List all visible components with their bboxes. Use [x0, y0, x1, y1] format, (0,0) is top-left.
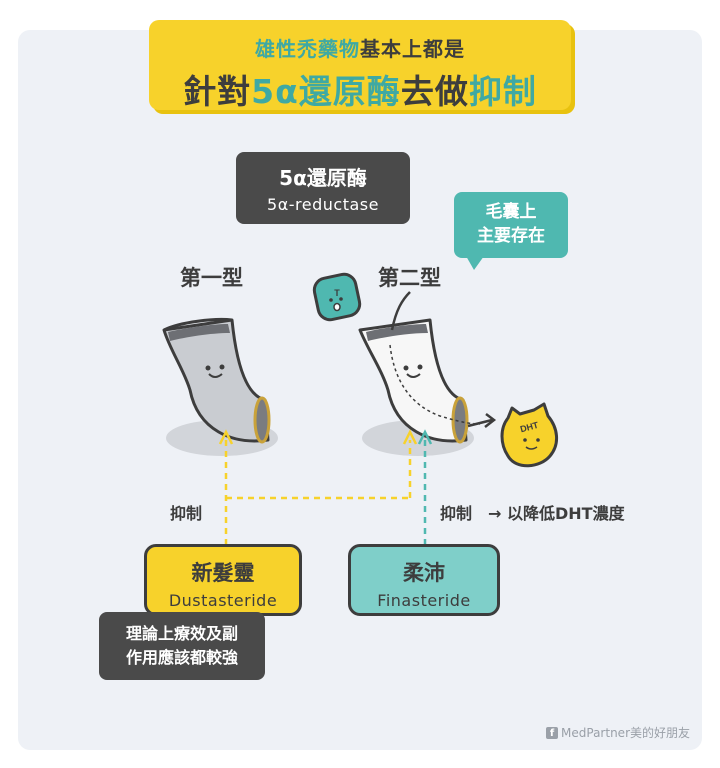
inhibit-label-left: 抑制: [170, 504, 203, 523]
follicle-type2-icon: [358, 291, 497, 444]
dutasteride-name-en: Dustasteride: [168, 591, 278, 610]
testosterone-letter: T: [334, 288, 340, 298]
dht-icon: [500, 402, 558, 468]
follicle-bubble: 毛囊上 主要存在: [454, 192, 568, 258]
bubble-tail: [466, 256, 484, 270]
type2-label: 第二型: [378, 266, 441, 290]
dutasteride-name-zh: 新髮靈: [191, 561, 255, 585]
dht-letter: DHT: [519, 420, 540, 435]
credit: f MedPartner美的好朋友: [546, 724, 690, 741]
finasteride-name-en: Finasteride: [377, 591, 471, 610]
follicle-type1-icon: [162, 318, 271, 444]
finasteride-name-zh: 柔沛: [403, 561, 445, 585]
drug-finasteride: 柔沛 Finasteride: [348, 544, 500, 616]
inhibition-lines: [218, 429, 433, 545]
enzyme-name-zh: 5α還原酶: [279, 166, 367, 190]
facebook-icon: f: [546, 726, 559, 739]
title-banner: 雄性禿藥物基本上都是 針對5α還原酶去做抑制: [149, 20, 571, 111]
inhibit-label-right: 抑制: [440, 504, 473, 523]
enzyme-label: 5α還原酶 5α-reductase: [236, 152, 410, 224]
note-box: 理論上療效及副 作用應該都較強: [99, 612, 265, 680]
credit-brand: MedPartner美的好朋友: [561, 726, 690, 740]
result-text: → 以降低DHT濃度: [488, 504, 625, 523]
title-line1: 雄性禿藥物基本上都是: [255, 37, 465, 61]
testosterone-icon: [312, 272, 362, 322]
title-line2: 針對5α還原酶去做抑制: [183, 72, 537, 111]
drug-dutasteride: 新髮靈 Dustasteride: [144, 544, 302, 616]
enzyme-name-en: 5α-reductase: [267, 195, 379, 214]
type1-label: 第一型: [180, 266, 243, 290]
